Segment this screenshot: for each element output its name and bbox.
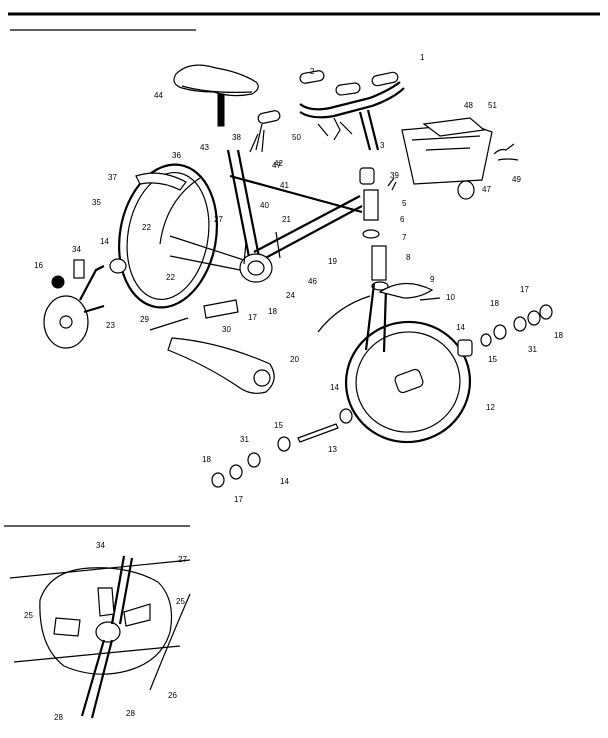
inset-callout-labels: 34 27 25 25 26 28 28 <box>24 541 187 722</box>
callout-8: 8 <box>406 253 411 262</box>
callout-14c: 14 <box>330 383 339 392</box>
callout-29: 29 <box>140 315 149 324</box>
callout-31a: 31 <box>528 345 537 354</box>
callout-18e: 14 <box>280 477 289 486</box>
callout-2: 2 <box>310 67 315 76</box>
callout-37: 37 <box>108 173 117 182</box>
callout-17a: 17 <box>520 285 529 294</box>
basket-part <box>401 117 519 200</box>
callout-50: 50 <box>292 133 301 142</box>
callout-39: 39 <box>390 171 399 180</box>
inset-callout-25b: 25 <box>176 597 185 606</box>
callout-24: 24 <box>286 291 295 300</box>
callout-16: 16 <box>34 261 43 270</box>
callout-14b: 14 <box>456 323 465 332</box>
headset-part <box>359 167 397 291</box>
callout-46: 46 <box>308 277 317 286</box>
handlebar-part <box>249 70 405 153</box>
callout-13: 13 <box>328 445 337 454</box>
callout-15b: 15 <box>274 421 283 430</box>
front-wheel-part <box>344 320 472 444</box>
callout-labels: 1 2 44 48 51 50 38 36 43 3 42 39 49 37 4… <box>34 53 563 504</box>
callout-10: 10 <box>446 293 455 302</box>
callout-18a: 18 <box>490 299 499 308</box>
callout-43: 43 <box>200 143 209 152</box>
callout-17c: 17 <box>234 495 243 504</box>
callout-48: 48 <box>464 101 473 110</box>
callout-35: 35 <box>92 198 101 207</box>
callout-20: 20 <box>290 355 299 364</box>
callout-7: 7 <box>402 233 407 242</box>
inset-crank-detail <box>9 555 191 719</box>
callout-44: 44 <box>154 91 163 100</box>
inset-callout-28b: 28 <box>126 709 135 718</box>
front-fork-part <box>317 282 441 353</box>
training-wheel-part <box>43 259 105 349</box>
callout-36: 36 <box>172 151 181 160</box>
callout-5: 5 <box>402 199 407 208</box>
callout-18b: 18 <box>268 307 277 316</box>
callout-15a: 15 <box>488 355 497 364</box>
callout-23: 23 <box>106 321 115 330</box>
callout-14a: 14 <box>100 237 109 246</box>
callout-42: 42 <box>274 159 283 168</box>
inset-callout-27: 27 <box>178 555 187 564</box>
callout-17b: 17 <box>248 313 257 322</box>
callout-12: 12 <box>486 403 495 412</box>
seat-part <box>173 64 259 127</box>
inset-callout-34: 34 <box>96 541 105 550</box>
callout-3: 3 <box>380 141 385 150</box>
callout-47a: 47 <box>272 161 281 170</box>
callout-9: 9 <box>430 275 435 284</box>
callout-47b: 47 <box>482 185 491 194</box>
callout-22a: 22 <box>142 223 151 232</box>
inset-callout-28a: 28 <box>54 713 63 722</box>
callout-38: 38 <box>232 133 241 142</box>
inset-callout-26: 26 <box>168 691 177 700</box>
callout-22b: 22 <box>166 273 175 282</box>
callout-21: 21 <box>282 215 291 224</box>
frame-part <box>159 149 363 283</box>
front-axle-parts <box>211 304 553 488</box>
callout-51: 51 <box>488 101 497 110</box>
callout-34: 34 <box>72 245 81 254</box>
callout-6: 6 <box>400 215 405 224</box>
chain-guard-part <box>149 231 281 394</box>
callout-49: 49 <box>512 175 521 184</box>
callout-41: 41 <box>280 181 289 190</box>
callout-19: 19 <box>328 257 337 266</box>
callout-30: 30 <box>222 325 231 334</box>
callout-40: 40 <box>260 201 269 210</box>
callout-18c: 18 <box>554 331 563 340</box>
callout-27: 27 <box>214 215 223 224</box>
callout-31b: 31 <box>240 435 249 444</box>
rear-wheel-part <box>109 163 218 309</box>
inset-callout-25a: 25 <box>24 611 33 620</box>
callout-1: 1 <box>420 53 425 62</box>
callout-18d: 18 <box>202 455 211 464</box>
